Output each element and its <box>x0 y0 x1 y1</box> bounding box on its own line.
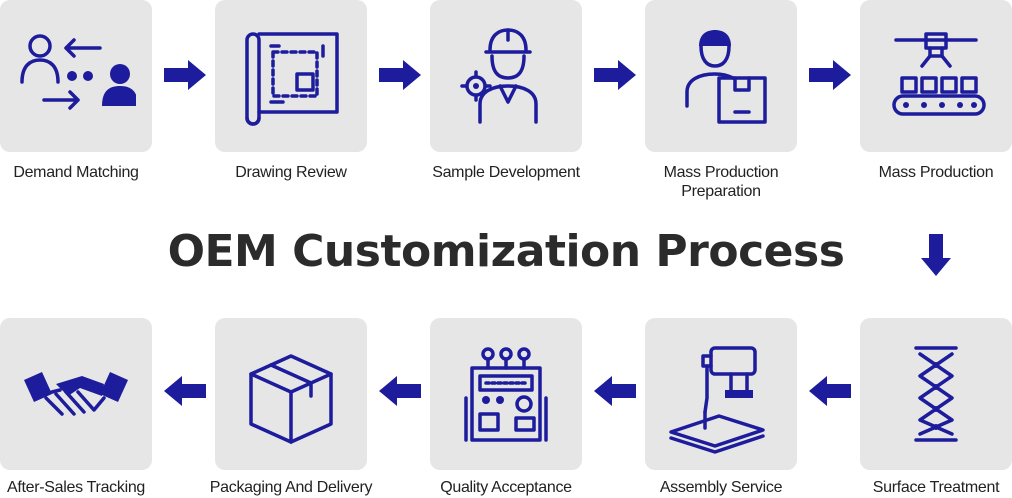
step-tile-surface-treatment <box>860 318 1012 470</box>
step-tile-assembly-service <box>645 318 797 470</box>
step-label-sample-development: Sample Development <box>432 164 580 181</box>
arrow-left-icon <box>379 376 421 406</box>
step-label-drawing-review: Drawing Review <box>235 164 347 181</box>
step-tile-mass-production <box>860 0 1012 152</box>
step-tile-sample-development <box>430 0 582 152</box>
arrow-down-icon <box>921 234 951 276</box>
arrow-right-icon <box>164 60 206 90</box>
arrow-right-icon <box>809 60 851 90</box>
step-label-quality-acceptance: Quality Acceptance <box>440 479 572 496</box>
engineer-icon <box>460 28 538 124</box>
step-label-mass-production: Mass Production <box>878 164 994 181</box>
step-label-packaging-and-delivery: Packaging And Delivery <box>209 479 373 496</box>
people-exchange-icon <box>20 34 136 110</box>
arrow-left-icon <box>594 376 636 406</box>
arrow-left-icon <box>809 376 851 406</box>
worker-box-icon <box>685 30 767 124</box>
step-label-demand-matching: Demand Matching <box>13 164 139 181</box>
step-tile-quality-acceptance <box>430 318 582 470</box>
handshake-icon <box>24 372 128 416</box>
step-label-after-sales-tracking: After-Sales Tracking <box>6 479 146 496</box>
step-tile-after-sales-tracking <box>0 318 152 470</box>
arrow-right-icon <box>594 60 636 90</box>
conveyor-icon <box>892 32 986 116</box>
step-label-surface-treatment: Surface Treatment <box>872 479 1000 496</box>
scissor-lift-icon <box>914 346 958 442</box>
step-tile-mass-production-preparation <box>645 0 797 152</box>
box-icon <box>249 354 333 444</box>
step-tile-demand-matching <box>0 0 152 152</box>
step-label-mass-production-preparation: Mass Production Preparation <box>663 164 779 200</box>
diagram-title: OEM Customization Process <box>167 226 845 277</box>
step-tile-packaging-and-delivery <box>215 318 367 470</box>
arrow-right-icon <box>379 60 421 90</box>
blueprint-icon <box>245 32 339 126</box>
control-panel-icon <box>464 347 548 442</box>
drill-icon <box>669 346 765 454</box>
step-tile-drawing-review <box>215 0 367 152</box>
step-label-assembly-service: Assembly Service <box>659 479 783 496</box>
arrow-left-icon <box>164 376 206 406</box>
